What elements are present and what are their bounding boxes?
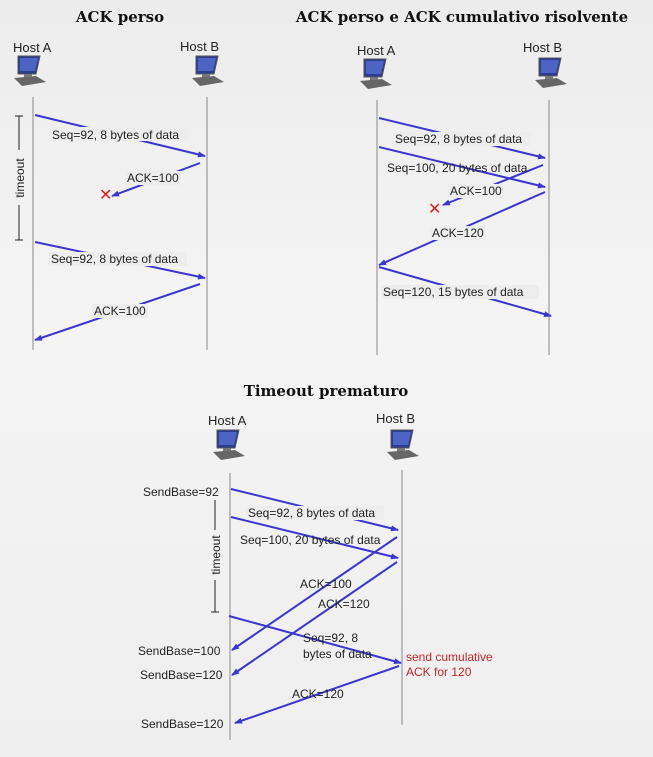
computer-icon: [191, 55, 225, 87]
host-a-label: Host A: [208, 413, 247, 428]
diagram-cumulative-ack: ACK perso e ACK cumulativo risolvente Ho…: [295, 8, 628, 355]
timeout-label: timeout: [13, 158, 27, 198]
ack-label: ACK=100: [300, 577, 352, 591]
loss-x-icon: ✕: [428, 199, 441, 218]
segment-label: Seq=100, 20 bytes of data: [240, 533, 381, 547]
segment-arrow: [378, 146, 546, 189]
timeout-label: timeout: [209, 535, 223, 575]
timeout-bracket: timeout: [13, 115, 27, 241]
segment-label: Seq=92, 8: [303, 631, 358, 645]
ack-label: ACK=100: [127, 171, 179, 185]
segment-label: Seq=120, 15 bytes of data: [383, 285, 524, 299]
diagram-title: Timeout prematuro: [244, 382, 409, 400]
diagram-title: ACK perso e ACK cumulativo risolvente: [295, 8, 628, 26]
segment-label: Seq=92, 8 bytes of data: [51, 252, 178, 266]
note-label: send cumulative: [406, 650, 493, 664]
diagram-premature-timeout: Timeout prematuro Host A Host B timeout …: [138, 382, 493, 740]
host-b-label: Host B: [376, 411, 415, 426]
host-a-label: Host A: [13, 40, 52, 55]
loss-x-icon: ✕: [99, 185, 112, 204]
segment-arrow: [230, 516, 399, 560]
host-b-label: Host B: [180, 39, 219, 54]
computer-icon: [212, 429, 246, 461]
sendbase-label: SendBase=100: [138, 644, 221, 658]
ack-arrow: [234, 665, 400, 724]
segment-label: bytes of data: [303, 647, 372, 661]
sendbase-label: SendBase=92: [143, 485, 219, 499]
computer-icon: [359, 58, 393, 90]
ack-arrow: [231, 561, 398, 676]
segment-label: Seq=92, 8 bytes of data: [52, 128, 179, 142]
host-b-label: Host B: [523, 40, 562, 55]
host-a-label: Host A: [357, 43, 396, 58]
diagram-ack-lost: ACK perso Host A Host B timeout ✕ Seq=92…: [13, 8, 225, 350]
computer-icon: [386, 429, 420, 461]
sendbase-label: SendBase=120: [140, 668, 223, 682]
diagram-title: ACK perso: [75, 8, 164, 26]
ack-label: ACK=120: [292, 687, 344, 701]
segment-label: Seq=100, 20 bytes of data: [387, 161, 528, 175]
ack-label: ACK=120: [318, 597, 370, 611]
ack-label: ACK=100: [94, 304, 146, 318]
computer-icon: [534, 57, 568, 89]
segment-label: Seq=92, 8 bytes of data: [248, 506, 375, 520]
ack-arrow: [231, 536, 398, 651]
sendbase-label: SendBase=120: [141, 717, 224, 731]
ack-label: ACK=100: [450, 184, 502, 198]
computer-icon: [13, 55, 47, 87]
timeout-bracket: timeout: [209, 500, 223, 613]
ack-label: ACK=120: [432, 226, 484, 240]
note-label: ACK for 120: [406, 665, 472, 679]
segment-arrow: [228, 615, 402, 665]
segment-label: Seq=92, 8 bytes of data: [395, 132, 522, 146]
